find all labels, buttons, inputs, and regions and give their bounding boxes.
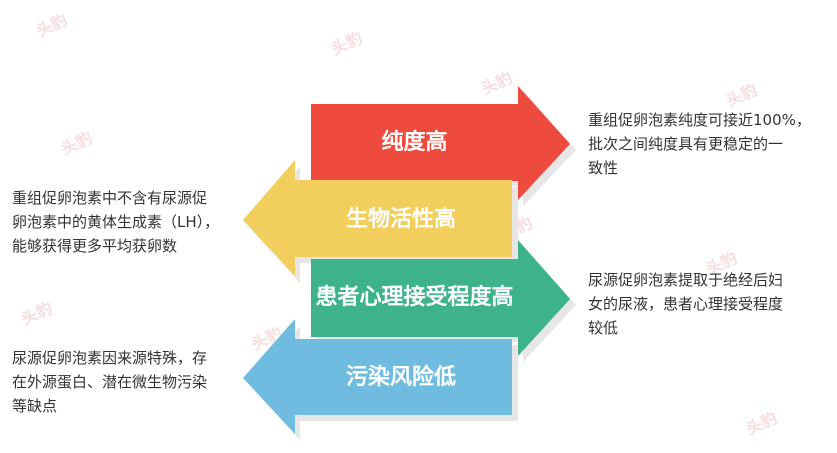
desc-line: 重组促卵泡素纯度可接近100%， xyxy=(588,111,811,129)
desc-line: 较低 xyxy=(588,319,619,337)
arrow-bioactivity-high xyxy=(243,160,512,276)
arrow-label-bioactivity: 生物活性高 xyxy=(345,207,456,232)
arrow-label-acceptance: 患者心理接受程度高 xyxy=(315,285,514,310)
desc-line: 重组促卵泡素中不含有尿源促 xyxy=(12,189,208,207)
desc-line: 批次之间纯度具有更稳定的一 xyxy=(588,135,784,153)
arrow-label-purity: 纯度高 xyxy=(381,130,448,155)
arrow-patient-acceptance-high xyxy=(311,240,570,356)
arrow-contamination-risk-low xyxy=(243,319,512,434)
desc-line: 能够获得更多平均获卵数 xyxy=(12,237,178,255)
desc-bioactivity: 重组促卵泡素中不含有尿源促 卵泡素中的黄体生成素（LH）， 能够获得更多平均获卵… xyxy=(12,186,252,258)
desc-line: 在外源蛋白、潜在微生物污染 xyxy=(12,373,208,391)
desc-contamination: 尿源促卵泡素因来源特殊，存 在外源蛋白、潜在微生物污染 等缺点 xyxy=(12,346,252,418)
arrow-purity-high xyxy=(311,86,570,200)
desc-line: 致性 xyxy=(588,159,619,177)
desc-acceptance: 尿源促卵泡素提取于绝经后妇 女的尿液，患者心理接受程度 较低 xyxy=(588,268,828,340)
desc-line: 女的尿液，患者心理接受程度 xyxy=(588,295,784,313)
desc-purity: 重组促卵泡素纯度可接近100%， 批次之间纯度具有更稳定的一 致性 xyxy=(588,108,828,180)
desc-line: 尿源促卵泡素提取于绝经后妇 xyxy=(588,271,784,289)
desc-line: 卵泡素中的黄体生成素（LH）， xyxy=(12,213,220,231)
desc-line: 等缺点 xyxy=(12,397,58,415)
desc-line: 尿源促卵泡素因来源特殊，存 xyxy=(12,349,208,367)
arrow-label-contamination: 污染风险低 xyxy=(345,365,456,390)
